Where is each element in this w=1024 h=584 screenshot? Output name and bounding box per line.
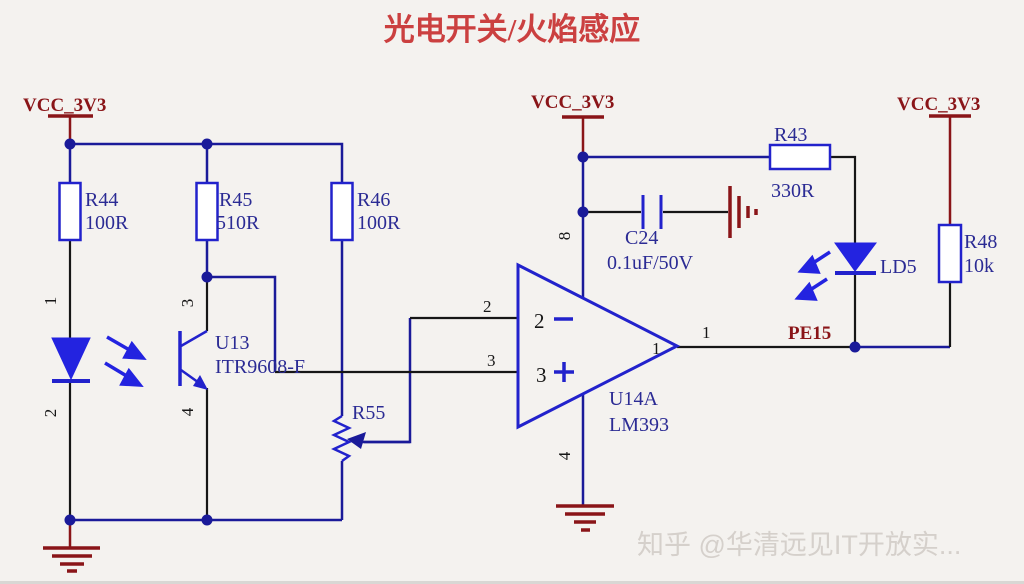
resistor-bodies: [58, 143, 963, 284]
r43-ref-label: R43: [774, 124, 807, 146]
u14-value-label: LM393: [609, 414, 669, 436]
junction-dot: [64, 138, 76, 150]
junction-dot: [577, 151, 589, 163]
r45-ref-label: R45: [219, 189, 252, 211]
u13-pin4-number: 4: [178, 407, 197, 416]
bottom-edge-strip: [0, 581, 1024, 584]
opamp-symbol: [516, 262, 681, 430]
u14-pin1-number-apex: 1: [652, 339, 661, 358]
resistor-r48-body: [937, 223, 963, 284]
wire: [70, 142, 344, 183]
u14-pin3-number: 3: [487, 351, 496, 370]
junction-dot: [201, 514, 213, 526]
junction-dot: [64, 514, 76, 526]
r55-ref-label: R55: [352, 402, 385, 424]
u14-pin1-number: 1: [702, 323, 711, 342]
ground-symbol-c24-icon: [728, 186, 758, 238]
junction-dot: [201, 138, 213, 150]
led-ld5-symbol: [794, 242, 877, 301]
u14-pin8-number: 8: [555, 232, 574, 241]
u13-pin1-number: 1: [41, 297, 60, 306]
wiper-arrow-icon: [347, 432, 366, 449]
u13-pin2-number: 2: [41, 409, 60, 418]
vcc-flag-middle-icon: [562, 115, 604, 157]
capacitor-c24-symbol: [641, 195, 663, 229]
u14-pin2-number: 2: [483, 297, 492, 316]
c24-value-label: 0.1uF/50V: [607, 252, 694, 274]
r45-value-label: 510R: [216, 212, 260, 234]
phototransistor-symbol: [178, 329, 208, 390]
resistor-r45-body: [195, 181, 219, 242]
ir-led-symbol: [51, 335, 147, 387]
u14-ref-label: U14A: [609, 388, 658, 410]
vcc-label-middle: VCC_3V3: [531, 92, 614, 113]
ld5-ref-label: LD5: [880, 256, 917, 278]
pin-leads: [68, 155, 952, 520]
net-label-pe15: PE15: [788, 323, 831, 344]
r48-value-label: 10k: [964, 255, 994, 277]
junction-dots: [64, 138, 861, 526]
resistor-r44-body: [58, 181, 82, 242]
junction-dot: [577, 206, 589, 218]
u13-value-label: ITR9608-F: [215, 356, 305, 378]
wire: [207, 275, 277, 372]
r44-value-label: 100R: [85, 212, 129, 234]
power-flags: [48, 114, 971, 225]
u14-inv-inside-number: 2: [534, 309, 545, 333]
vcc-flag-right-icon: [929, 114, 971, 225]
pin-lead: [830, 155, 857, 243]
vcc-label-right: VCC_3V3: [897, 94, 980, 115]
watermark-text: 知乎 @华清远见IT开放实...: [637, 530, 961, 560]
ground-symbols: [43, 186, 758, 573]
r46-ref-label: R46: [357, 189, 390, 211]
vcc-label-left: VCC_3V3: [23, 95, 106, 116]
u14-ninv-inside-number: 3: [536, 363, 547, 387]
ground-symbol-middle-icon: [556, 504, 614, 532]
junction-dot: [201, 271, 213, 283]
r43-value-label: 330R: [771, 180, 815, 202]
light-emission-arrows-icon: [104, 335, 147, 387]
ground-symbol-left-icon: [43, 520, 100, 573]
r46-value-label: 100R: [357, 212, 401, 234]
resistor-r46-body: [330, 181, 354, 242]
resistor-r43-body: [768, 143, 832, 171]
potentiometer-r55-symbol: [331, 414, 410, 463]
r44-ref-label: R44: [85, 189, 118, 211]
r48-ref-label: R48: [964, 231, 997, 253]
c24-ref-label: C24: [625, 227, 658, 249]
u13-ref-label: U13: [215, 332, 249, 354]
u13-pin3-number: 3: [178, 299, 197, 308]
u14-pin4-number: 4: [555, 451, 574, 460]
light-emission-arrows-icon: [794, 250, 831, 301]
emitter-arrow-icon: [193, 375, 208, 390]
plus-icon: [554, 362, 574, 382]
schematic-title: 光电开关/火焰感应: [384, 12, 641, 47]
junction-dot: [849, 341, 861, 353]
